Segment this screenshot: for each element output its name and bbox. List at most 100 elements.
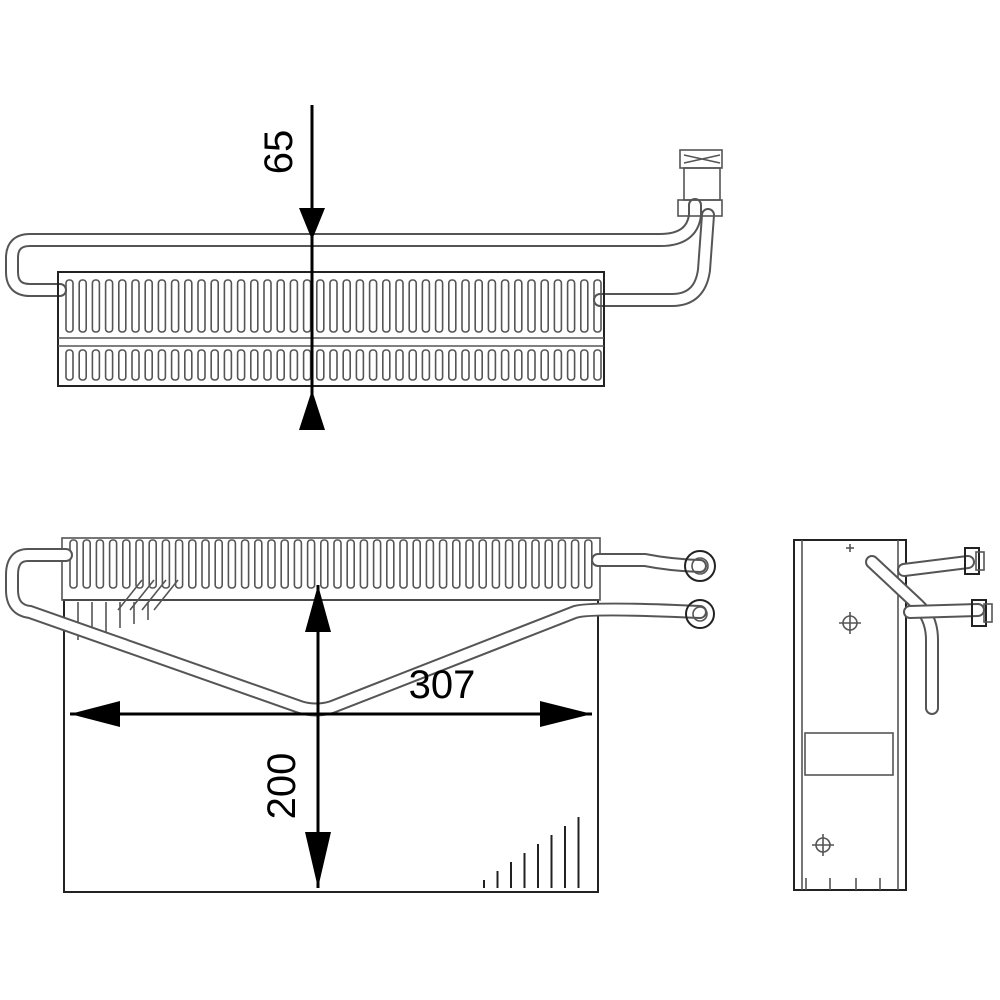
front-view-hatching xyxy=(483,817,580,888)
top-fin-lower xyxy=(276,349,286,381)
top-fin xyxy=(566,279,576,333)
hatch-diag xyxy=(141,579,167,611)
hatch-diag xyxy=(117,579,143,611)
top-fin-lower xyxy=(540,349,550,381)
top-fin xyxy=(593,279,602,333)
top-fin-lower xyxy=(513,349,523,381)
top-fin-lower xyxy=(144,349,153,381)
front-view-hatching-upper xyxy=(77,579,179,640)
top-fin-lower xyxy=(434,349,444,381)
front-fin xyxy=(122,539,131,589)
front-fin xyxy=(201,539,210,589)
top-fin xyxy=(302,279,312,333)
top-fin xyxy=(91,279,101,333)
top-fin xyxy=(500,279,510,333)
top-fin-lower xyxy=(65,349,74,381)
depth-dimension: 65 xyxy=(257,105,325,430)
front-fin xyxy=(188,539,197,589)
top-fin-lower xyxy=(355,349,365,381)
top-fin-lower xyxy=(223,349,233,381)
top-fin-lower xyxy=(593,349,602,381)
top-fin-lower xyxy=(170,349,180,381)
top-fin-lower xyxy=(210,349,219,381)
top-fin-lower xyxy=(315,349,325,381)
front-fin xyxy=(82,539,91,589)
top-fin xyxy=(104,279,114,333)
front-fin xyxy=(570,539,580,589)
top-fin xyxy=(250,279,259,333)
front-fin xyxy=(517,539,527,589)
top-fin xyxy=(197,279,206,333)
front-fin xyxy=(161,539,171,589)
front-view-fins xyxy=(69,539,593,589)
front-fin xyxy=(95,539,105,589)
top-fin xyxy=(78,279,87,333)
front-fin xyxy=(425,539,435,589)
top-fin xyxy=(236,279,246,333)
top-fin-lower xyxy=(487,349,497,381)
top-fin xyxy=(421,279,431,333)
front-fin xyxy=(293,539,303,589)
top-fin-lower xyxy=(474,349,484,381)
front-fin xyxy=(148,539,157,589)
front-fin xyxy=(372,539,382,589)
top-fin-lower xyxy=(342,349,352,381)
top-fin xyxy=(223,279,233,333)
front-fin xyxy=(451,539,461,589)
top-fin-lower xyxy=(527,349,536,381)
top-fin-lower xyxy=(78,349,87,381)
front-fin xyxy=(438,539,448,589)
top-fin-lower xyxy=(329,349,338,381)
top-fin-lower xyxy=(157,349,167,381)
top-fin xyxy=(315,279,325,333)
width-dimension: 307 xyxy=(70,663,592,727)
front-fin xyxy=(69,539,78,589)
front-fin xyxy=(280,539,290,589)
front-fin xyxy=(478,539,488,589)
top-fin xyxy=(553,279,563,333)
front-fin xyxy=(385,539,395,589)
top-fin xyxy=(395,279,404,333)
top-fin xyxy=(342,279,352,333)
front-fin xyxy=(227,539,237,589)
front-fin xyxy=(108,539,118,589)
top-fin-lower xyxy=(553,349,563,381)
top-fin xyxy=(461,279,470,333)
top-fin xyxy=(381,279,391,333)
top-fin-lower xyxy=(395,349,404,381)
top-fin xyxy=(434,279,444,333)
top-fin xyxy=(487,279,497,333)
top-fin xyxy=(184,279,193,333)
top-fin xyxy=(65,279,74,333)
top-fin xyxy=(170,279,180,333)
height-dimension-label: 200 xyxy=(260,753,304,820)
front-fin xyxy=(240,539,250,589)
top-fin-lower xyxy=(263,349,272,381)
front-fin xyxy=(319,539,329,589)
top-fin xyxy=(447,279,457,333)
front-fin xyxy=(504,539,514,589)
top-fin xyxy=(329,279,338,333)
top-fin-lower xyxy=(91,349,101,381)
top-fin xyxy=(513,279,523,333)
top-fin xyxy=(210,279,219,333)
top-fin-lower xyxy=(184,349,193,381)
top-fin xyxy=(355,279,365,333)
front-fin xyxy=(333,539,342,589)
top-fin-lower xyxy=(421,349,431,381)
front-fin xyxy=(412,539,422,589)
side-view xyxy=(793,539,993,891)
top-fin xyxy=(263,279,272,333)
width-dimension-label: 307 xyxy=(409,663,476,707)
top-fin-lower xyxy=(289,349,299,381)
height-dimension: 200 xyxy=(260,585,331,888)
top-fin-lower xyxy=(104,349,114,381)
hatch-diag xyxy=(129,579,155,611)
top-fin-lower xyxy=(197,349,206,381)
front-fin xyxy=(359,539,369,589)
top-fin-lower xyxy=(368,349,378,381)
top-fin xyxy=(144,279,153,333)
top-fin-lower xyxy=(250,349,259,381)
top-fin xyxy=(474,279,484,333)
